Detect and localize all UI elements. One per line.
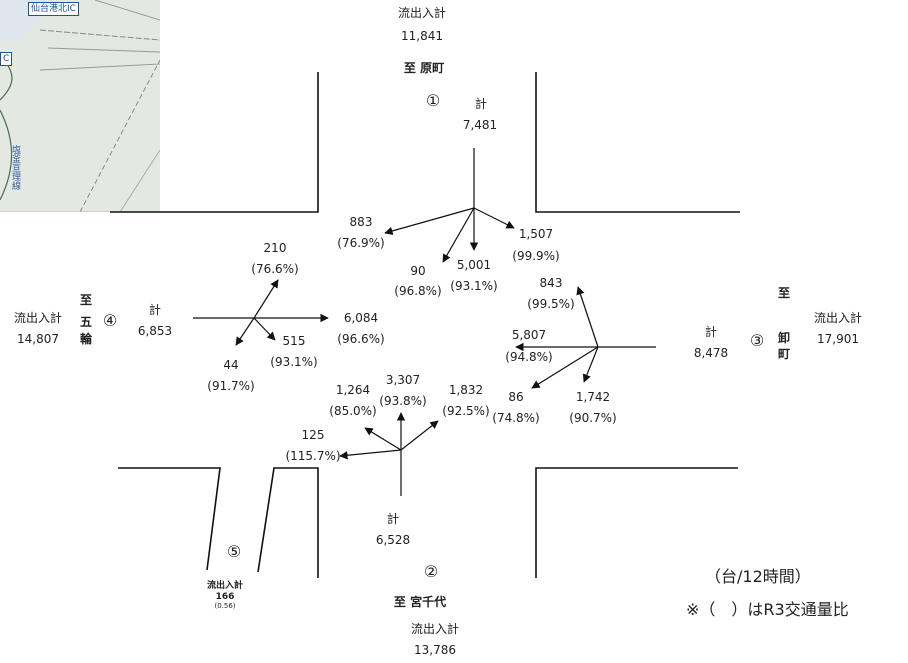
- west-destination-2: 輪: [79, 332, 93, 346]
- west-sum-label: 計: [148, 303, 162, 317]
- movement-ratio: (94.8%): [505, 350, 553, 364]
- movement-value: 3,307: [385, 373, 421, 387]
- movement-ratio: (74.8%): [492, 411, 540, 425]
- movement-value: 843: [539, 276, 563, 290]
- movement-value: 125: [301, 428, 325, 442]
- movement-value: 1,832: [448, 383, 484, 397]
- south-sum-label: 計: [386, 512, 400, 526]
- north-sum-value: 7,481: [462, 118, 498, 132]
- movement-value: 883: [349, 215, 373, 229]
- unit-note: （台/12時間）: [705, 567, 811, 586]
- movement-ratio: (90.7%): [569, 411, 617, 425]
- north-destination: 至 原町: [403, 61, 445, 75]
- road-edges: [110, 72, 740, 578]
- west-sum-value: 6,853: [137, 324, 173, 338]
- movement-ratio: (93.1%): [270, 355, 318, 369]
- north-sum-label: 計: [474, 97, 488, 111]
- movement-ratio: (76.6%): [251, 262, 299, 276]
- movement-ratio: (91.7%): [207, 379, 255, 393]
- movement-value: 210: [263, 241, 287, 255]
- map-graphic: [0, 0, 160, 212]
- south-approach-number: ②: [423, 562, 439, 581]
- west-approach-number: ④: [102, 311, 118, 330]
- movement-value: 5,001: [456, 258, 492, 272]
- movement-ratio: (115.7%): [285, 449, 341, 463]
- movement-ratio: (92.5%): [442, 404, 490, 418]
- south-out-in-label: 流出入計: [410, 622, 460, 636]
- map-ic-short: C: [0, 52, 13, 66]
- east-destination-to: 至: [777, 286, 791, 300]
- north-out-in-label: 流出入計: [397, 6, 447, 20]
- movement-value: 1,507: [518, 227, 554, 241]
- south-sum-value: 6,528: [375, 533, 411, 547]
- east-destination-1: 卸: [777, 331, 791, 345]
- south-destination: 至 宮千代: [393, 595, 447, 609]
- west-out-in-total: 14,807: [17, 332, 59, 346]
- movement-ratio: (96.8%): [394, 284, 442, 298]
- movement-value: 515: [282, 334, 306, 348]
- movement-value: 90: [410, 264, 426, 278]
- east-sum-value: 8,478: [693, 346, 729, 360]
- east-approach-number: ③: [749, 331, 765, 350]
- north-approach-number: ①: [425, 91, 441, 110]
- movement-ratio: (99.5%): [527, 297, 575, 311]
- east-out-in-label: 流出入計: [813, 311, 863, 325]
- movement-value: 86: [508, 390, 524, 404]
- movement-value: 1,742: [575, 390, 611, 404]
- movement-ratio: (93.8%): [379, 394, 427, 408]
- map-road-text: 塩釜亘理線: [10, 145, 20, 190]
- east-destination-2: 町: [777, 347, 791, 361]
- west-destination-1: 五: [79, 315, 93, 329]
- movement-value: 44: [223, 358, 239, 372]
- map-ic-label: 仙台港北IC: [28, 2, 79, 16]
- movement-arrows: [193, 148, 656, 496]
- movement-ratio: (85.0%): [329, 404, 377, 418]
- west-destination-to: 至: [79, 293, 93, 307]
- ratio-note: ※（ ）はR3交通量比: [686, 600, 849, 619]
- movement-value: 1,264: [335, 383, 371, 397]
- west-out-in-label: 流出入計: [13, 311, 63, 325]
- east-sum-label: 計: [704, 325, 718, 339]
- movement-ratio: (99.9%): [512, 249, 560, 263]
- north-out-in-total: 11,841: [401, 29, 443, 43]
- location-map-inset: 仙台港北IC C 塩釜亘理線: [0, 0, 160, 212]
- southwest-out-in-total: 166: [215, 592, 235, 602]
- east-out-in-total: 17,901: [817, 332, 859, 346]
- movement-ratio: (93.1%): [450, 279, 498, 293]
- southwest-out-in-label: 流出入計: [206, 581, 244, 591]
- south-out-in-total: 13,786: [414, 643, 456, 657]
- movement-ratio: (76.9%): [337, 236, 385, 250]
- southwest-ratio: (0.56): [214, 602, 236, 610]
- southwest-approach-number: ⑤: [226, 542, 242, 561]
- movement-value: 6,084: [343, 311, 379, 325]
- movement-value: 5,807: [511, 328, 547, 342]
- movement-ratio: (96.6%): [337, 332, 385, 346]
